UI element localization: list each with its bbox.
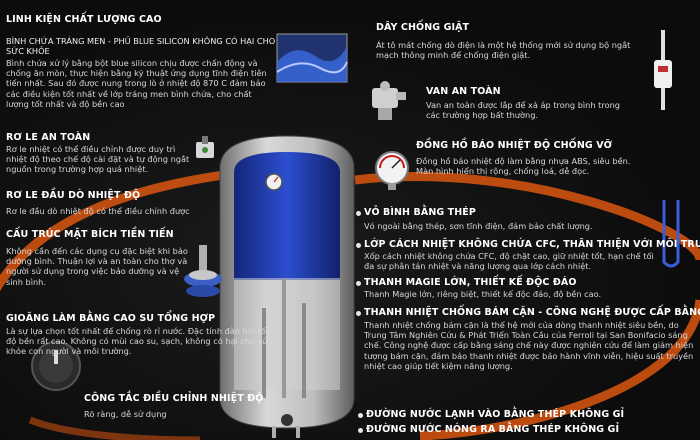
inlet-bullet (358, 413, 363, 418)
anti-shock-body: Át tô mát chống dò điện là một hệ thống … (376, 40, 631, 61)
gauge-body: Đồng hồ báo nhiệt độ làm bằng nhựa ABS, … (416, 156, 631, 177)
flange-title: CẤU TRÚC MẶT BÍCH TIỀN TIẾN (6, 229, 174, 240)
insulation-bullet (356, 243, 361, 248)
safety-valve-title: VAN AN TOÀN (426, 86, 501, 97)
anti-shock-cord-icon (654, 30, 672, 110)
anti-shock-title: DÂY CHỐNG GIẬT (376, 22, 470, 33)
anode-bullet (356, 281, 361, 286)
gasket-body: Là sự lựa chọn tốt nhất để chống rò rỉ n… (6, 326, 272, 357)
insulation-title: LỚP CÁCH NHIỆT KHÔNG CHỨA CFC, THÂN THIỆ… (364, 239, 700, 250)
water-heater-tank-illustration (219, 135, 355, 438)
shell-body: Vỏ ngoài bằng thép, sơn tĩnh điện, đảm b… (364, 221, 593, 231)
shell-bullet (356, 211, 361, 216)
anode-title: THANH MAGIE LỚN, THIẾT KẾ ĐỘC ĐÁO (364, 277, 577, 288)
gauge-title: ĐỒNG HỒ BÁO NHIỆT ĐỘ CHỐNG VỠ (416, 140, 613, 151)
shell-title: VỎ BÌNH BẰNG THÉP (364, 207, 476, 218)
outlet-bullet (358, 428, 363, 433)
outlet-title: ĐƯỜNG NƯỚC NÓNG RA BẰNG THÉP KHÔNG GỈ (366, 424, 620, 435)
heater-body: Thanh nhiệt chống bám cặn là thế hệ mới … (364, 320, 694, 371)
safety-relay-body: Rơ le nhiệt có thể điều chỉnh được duy t… (6, 144, 190, 175)
insulation-body: Xốp cách nhiệt không chứa CFC, độ chặt c… (364, 251, 654, 272)
flange-body: Không cần đến các dụng cụ đặc biệt khi b… (6, 246, 188, 287)
sensor-relay-body: Rơ le đầu dò nhiệt độ có thể điều chỉnh … (6, 206, 190, 216)
temperature-knob-icon (31, 341, 81, 391)
knob-title: CÔNG TẮC ĐIỀU CHỈNH NHIỆT ĐỘ (84, 393, 264, 404)
flange-icon (184, 245, 222, 297)
sensor-relay-title: RƠ LE ĐẦU DÒ NHIỆT ĐỘ (6, 190, 141, 201)
temperature-gauge-icon (375, 151, 409, 190)
heating-element-icon (662, 200, 680, 268)
blue-silicon-panel-icon (276, 33, 348, 83)
knob-body: Rõ ràng, dễ sử dụng (84, 409, 167, 419)
inlet-title: ĐƯỜNG NƯỚC LẠNH VÀO BẰNG THÉP KHÔNG GỈ (366, 409, 625, 420)
safety-valve-icon (372, 81, 406, 120)
safety-relay-title: RƠ LE AN TOÀN (6, 132, 91, 143)
enamel-subtitle: BÌNH CHỨA TRÁNG MEN - PHỦ BLUE SILICON K… (6, 36, 276, 57)
heater-bullet (356, 311, 361, 316)
gasket-title: GIOĂNG LÀM BẰNG CAO SU TỔNG HỢP (6, 313, 216, 324)
thermostat-relay-icon (196, 136, 214, 158)
anode-body: Thanh Magie lớn, riêng biệt, thiết kế độ… (364, 289, 602, 299)
enamel-body: Bình chứa xử lý bằng bột blue silicon ch… (6, 58, 267, 109)
safety-valve-body: Van an toàn được lắp để xả áp trong bình… (426, 100, 620, 121)
heater-title: THANH NHIỆT CHỐNG BÁM CẶN - CÔNG NGHỆ ĐƯ… (364, 307, 700, 318)
enamel-title: LINH KIỆN CHẤT LƯỢNG CAO (6, 14, 162, 25)
